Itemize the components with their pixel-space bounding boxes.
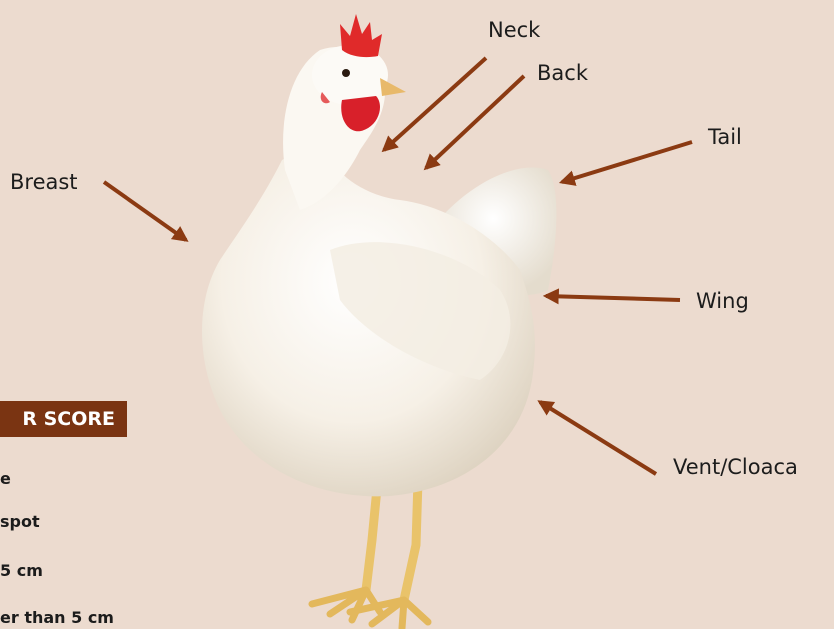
wing-arrow xyxy=(546,296,680,300)
wing-label: Wing xyxy=(696,291,749,312)
score-item: 5 cm xyxy=(0,561,43,580)
neck-arrow xyxy=(384,58,486,150)
hen-beak xyxy=(380,78,406,96)
score-item: e xyxy=(0,469,11,488)
back-arrow xyxy=(426,76,524,168)
score-item: er than 5 cm xyxy=(0,608,114,627)
hen-legs xyxy=(312,478,428,628)
neck-label: Neck xyxy=(488,20,540,41)
tail-arrow xyxy=(562,142,692,182)
back-label: Back xyxy=(537,63,588,84)
vent-label: Vent/Cloaca xyxy=(673,457,798,478)
hen-eye xyxy=(342,69,350,77)
score-item: spot xyxy=(0,512,40,531)
score-list: e spot 5 cm er than 5 cm xyxy=(0,0,200,629)
tail-label: Tail xyxy=(708,127,742,148)
vent-arrow xyxy=(540,402,656,474)
hen-comb xyxy=(340,14,382,57)
